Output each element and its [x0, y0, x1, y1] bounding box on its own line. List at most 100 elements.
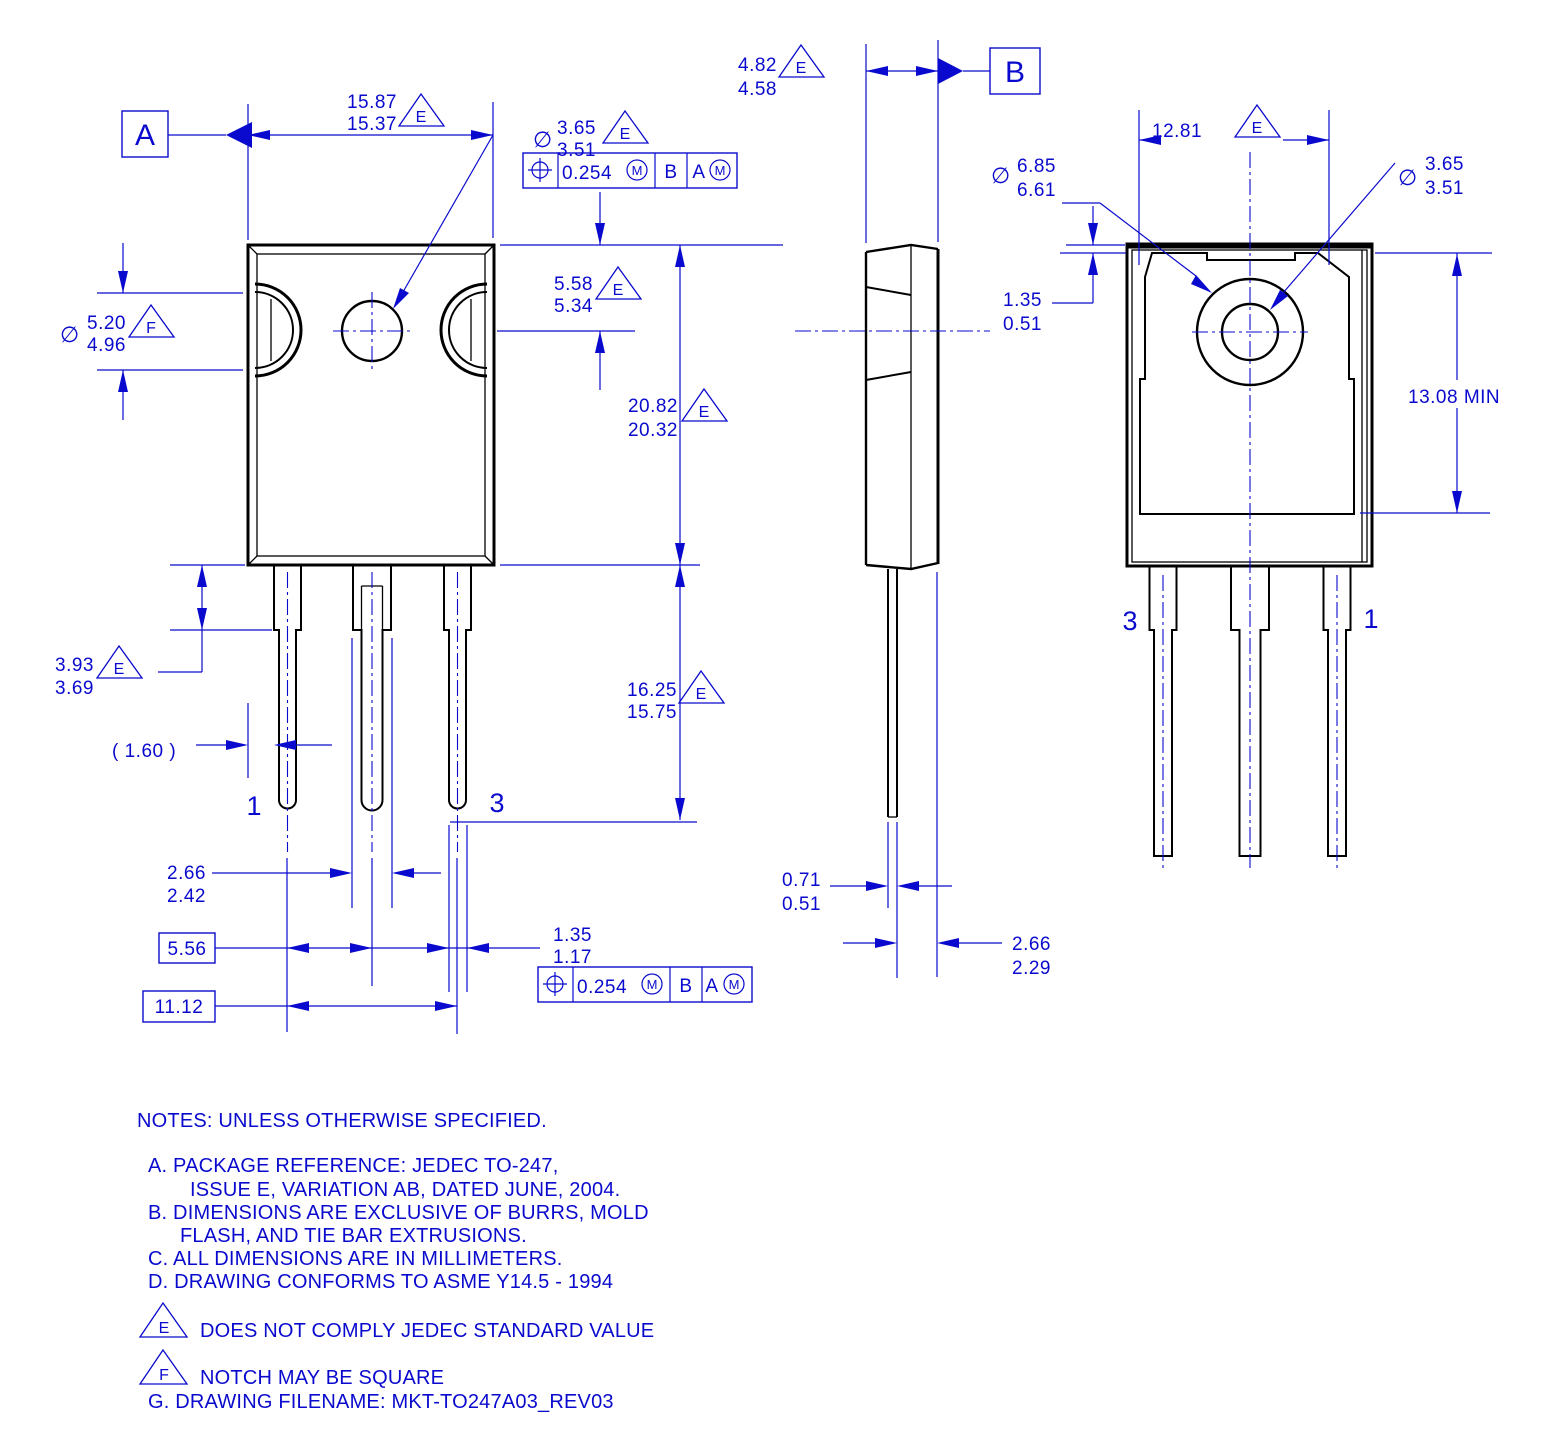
mmc-symbol-icon — [626, 159, 648, 181]
mmc-letter: M — [729, 977, 740, 992]
diameter-icon: ∅ — [1398, 166, 1417, 191]
dim-pad-dia-max: 6.85 — [1017, 156, 1056, 177]
flag-f-icon — [138, 1348, 189, 1385]
mmc-symbol-icon — [723, 973, 745, 995]
dim-shoulder-min: 3.69 — [55, 678, 94, 699]
dim-lead-thickness-max: 0.71 — [782, 870, 821, 891]
flag-e-label: E — [699, 404, 710, 421]
mmc-letter: M — [715, 163, 726, 178]
dim-lead-pitch: 5.56 — [168, 939, 207, 960]
flag-f-label: F — [146, 320, 156, 337]
dim-back-hole-dia-max: 3.65 — [1425, 154, 1464, 175]
flag-e-icon — [777, 43, 826, 78]
dim-notch-dia-min: 4.96 — [87, 335, 126, 356]
feature-control-frame-hole: 0.254 M B A M — [522, 152, 738, 189]
flag-e-label: E — [696, 686, 707, 703]
dim-front-width-max: 15.87 — [347, 92, 397, 113]
dim-lead-span: 11.12 — [155, 997, 204, 1018]
dim-tab-offset-max: 1.35 — [1003, 290, 1042, 311]
side-arrowheads — [866, 58, 963, 948]
back-pin1-label: 1 — [1363, 604, 1378, 634]
front-pin1-label: 1 — [246, 791, 261, 821]
flag-f-label: F — [159, 1367, 169, 1384]
basic-dim-box — [142, 990, 216, 1023]
diameter-icon: ∅ — [60, 323, 79, 348]
flag-e-label: E — [114, 661, 125, 678]
mmc-letter: M — [632, 163, 643, 178]
dim-hole-from-top-min: 5.34 — [554, 296, 593, 317]
front-view: A 15.87 15.37 E ∅ 3.65 3.51 E 0.254 M B … — [55, 92, 783, 1034]
front-centerlines — [286, 292, 459, 852]
dim-thickness-max: 4.82 — [738, 55, 777, 76]
dim-thickness-min: 4.58 — [738, 79, 777, 100]
dim-lead-width-ref: ( 1.60 ) — [112, 741, 176, 762]
front-body-outline — [246, 243, 496, 567]
dim-notch-dia-max: 5.20 — [87, 313, 126, 334]
notes-title: NOTES: UNLESS OTHERWISE SPECIFIED. — [137, 1110, 547, 1132]
note-d: D. DRAWING CONFORMS TO ASME Y14.5 - 1994 — [148, 1271, 613, 1293]
feature-control-frame-leads: 0.254 M B A M — [537, 966, 753, 1003]
fcf-leads-datum-a: A — [705, 976, 718, 997]
dim-front-width-min: 15.37 — [347, 114, 397, 135]
flag-e-icon — [601, 109, 650, 144]
dim-lead-setback-max: 2.66 — [1012, 934, 1051, 955]
note-f: NOTCH MAY BE SQUARE — [200, 1367, 444, 1389]
flag-e-label: E — [613, 282, 624, 299]
note-b-line2: FLASH, AND TIE BAR EXTRUSIONS. — [180, 1225, 527, 1247]
dim-body-height-max: 20.82 — [628, 396, 678, 417]
fcf-hole-datum-b: B — [664, 162, 677, 183]
dim-front-hole-dia-max: 3.65 — [557, 118, 596, 139]
flag-e-label: E — [796, 60, 807, 77]
mmc-letter: M — [647, 977, 658, 992]
dim-tab-height-min: 13.08 MIN — [1408, 387, 1500, 408]
front-dimension-lines — [97, 102, 783, 1034]
front-arrowheads — [118, 122, 685, 1011]
diameter-icon: ∅ — [991, 164, 1010, 189]
side-body-outline — [864, 243, 940, 818]
dim-lead-width-max: 1.35 — [553, 925, 592, 946]
dim-lead-length-max: 16.25 — [627, 680, 677, 701]
side-view: 4.82 4.58 E B 0.71 0.51 2.66 2.29 — [738, 40, 1051, 979]
dim-shoulder-width-min: 2.42 — [167, 886, 206, 907]
note-a-line2: ISSUE E, VARIATION AB, DATED JUNE, 2004. — [190, 1179, 620, 1201]
datum-a-label: A — [135, 119, 155, 152]
metal-tab-outline — [1139, 252, 1355, 515]
fcf-hole-datum-a: A — [692, 162, 705, 183]
fcf-hole-tolerance: 0.254 — [562, 163, 612, 184]
side-dimension-lines — [830, 40, 1002, 978]
dim-hole-from-top-max: 5.58 — [554, 274, 593, 295]
flag-e-icon — [95, 644, 144, 679]
dim-lead-length-min: 15.75 — [627, 702, 677, 723]
back-centerlines — [1162, 152, 1338, 868]
note-b-line1: B. DIMENSIONS ARE EXCLUSIVE OF BURRS, MO… — [148, 1202, 649, 1224]
dim-lead-width-min: 1.17 — [553, 947, 592, 968]
dim-pad-dia-min: 6.61 — [1017, 180, 1056, 201]
note-g: G. DRAWING FILENAME: MKT-TO247A03_REV03 — [148, 1391, 614, 1413]
dim-lead-thickness-min: 0.51 — [782, 894, 821, 915]
flag-e-icon — [594, 265, 643, 300]
note-a-line1: A. PACKAGE REFERENCE: JEDEC TO-247, — [148, 1155, 558, 1177]
flag-e-label: E — [416, 109, 427, 126]
mmc-symbol-icon — [641, 973, 663, 995]
flag-e-label: E — [620, 126, 631, 143]
fcf-leads-tolerance: 0.254 — [577, 977, 627, 998]
flag-e-icon — [680, 387, 729, 422]
dim-back-hole-dia-min: 3.51 — [1425, 178, 1464, 199]
flag-e-label: E — [159, 1320, 170, 1337]
datum-b-box — [989, 47, 1041, 95]
datum-b-label: B — [1005, 56, 1025, 89]
dim-shoulder-width-max: 2.66 — [167, 863, 206, 884]
flag-e-label: E — [1252, 120, 1263, 137]
back-pin3-label: 3 — [1122, 606, 1137, 636]
note-e: DOES NOT COMPLY JEDEC STANDARD VALUE — [200, 1320, 654, 1342]
dim-tab-offset-min: 0.51 — [1003, 314, 1042, 335]
mmc-symbol-icon — [709, 159, 731, 181]
right-notch — [439, 282, 488, 378]
left-notch — [254, 282, 303, 378]
dim-front-hole-dia-min: 3.51 — [557, 140, 596, 161]
dim-tab-width: 12.81 — [1152, 121, 1202, 142]
basic-dim-box — [158, 932, 216, 964]
fcf-leads-datum-b: B — [679, 976, 692, 997]
